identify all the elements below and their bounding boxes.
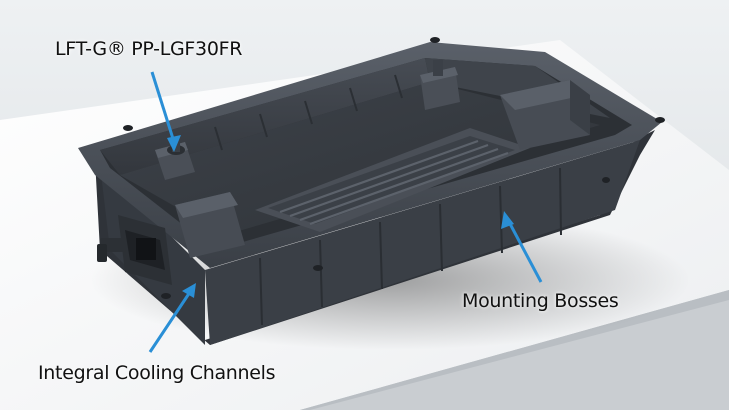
arrow-head-bosses	[501, 211, 514, 229]
arrow-cooling	[148, 291, 192, 353]
arrow-head-material	[167, 135, 181, 152]
cooling-channel-tray	[255, 128, 530, 232]
cooling-channels-label: Integral Cooling Channels	[38, 362, 276, 384]
battery-housing	[78, 37, 665, 345]
boss-front-left	[175, 192, 245, 258]
material-label: LFT-G® PP-LGF30FR	[55, 38, 243, 60]
mounting-bosses-label: Mounting Bosses	[462, 290, 619, 312]
arrow-material	[150, 71, 176, 143]
arrow-head-cooling	[182, 283, 196, 298]
arrow-bosses	[506, 219, 543, 283]
boss-right-block	[500, 80, 590, 150]
connector-port	[97, 215, 172, 285]
callout-arrows	[148, 71, 543, 353]
boss-rear-right	[420, 60, 460, 110]
